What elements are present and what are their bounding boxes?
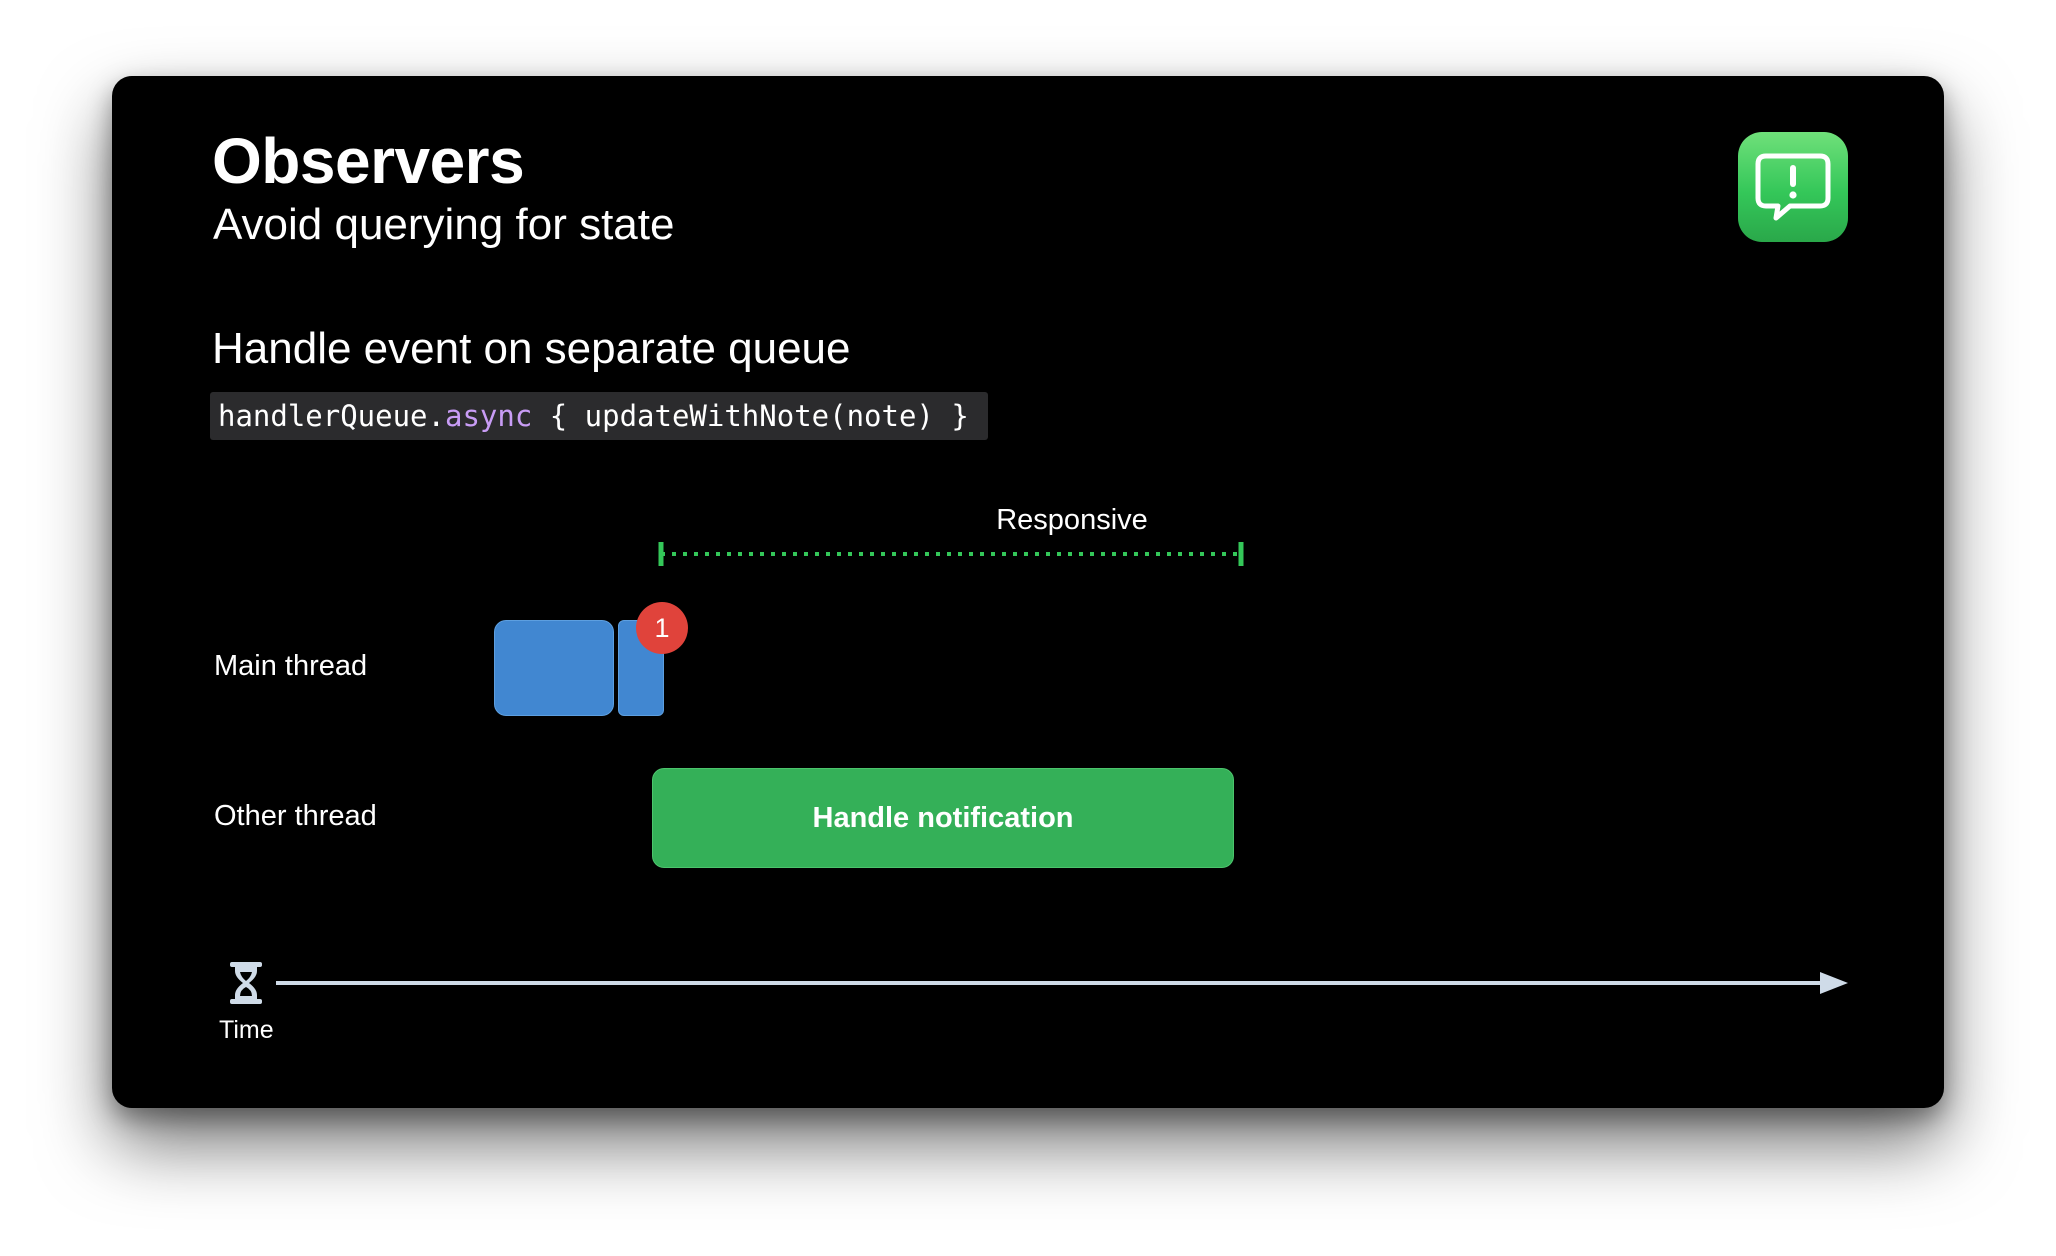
slide-title: Observers <box>212 125 525 197</box>
responsive-label: Responsive <box>996 504 1148 536</box>
event-badge: 1 <box>636 602 688 654</box>
time-axis <box>276 972 1848 994</box>
other-thread-label: Other thread <box>214 800 377 832</box>
code-suffix: { updateWithNote(note) } <box>532 399 969 433</box>
handle-notification-label: Handle notification <box>812 801 1074 834</box>
code-keyword: async <box>444 399 533 433</box>
feedback-assistant-icon <box>1738 132 1848 242</box>
slide-subtitle: Avoid querying for state <box>213 200 675 249</box>
code-prefix: handlerQueue. <box>218 399 445 433</box>
responsive-range <box>658 542 1244 566</box>
code-snippet: handlerQueue.async { updateWithNote(note… <box>210 392 988 440</box>
main-thread-label: Main thread <box>214 650 368 682</box>
time-axis-arrowhead <box>1820 972 1848 994</box>
main-thread-work-block <box>494 620 614 716</box>
handle-notification-block: Handle notification <box>652 768 1234 868</box>
hourglass-icon <box>230 962 262 1004</box>
diagram-lines <box>230 542 1848 1004</box>
time-label: Time <box>219 1016 274 1044</box>
slide-window: Observers Avoid querying for state Handl… <box>112 76 1944 1108</box>
section-heading: Handle event on separate queue <box>212 324 851 373</box>
